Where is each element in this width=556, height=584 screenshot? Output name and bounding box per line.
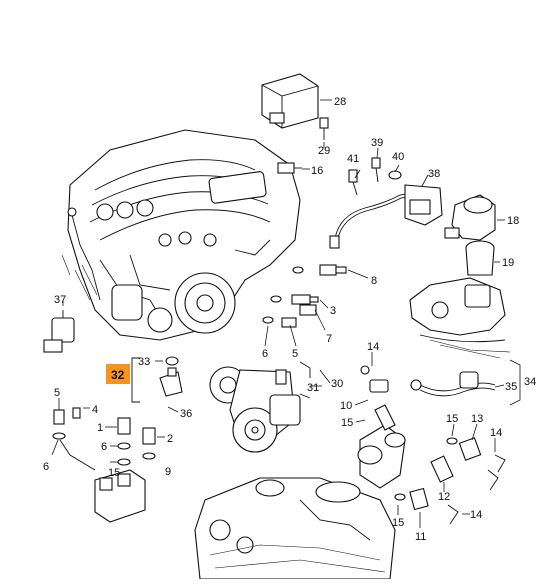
part-37-valve bbox=[43, 310, 75, 353]
temperature-senders bbox=[394, 437, 506, 525]
leader-lines bbox=[51, 147, 521, 528]
sensor-row-parts bbox=[262, 264, 347, 328]
callout-40: 40 bbox=[392, 151, 404, 163]
callout-15-bottom: 15 bbox=[392, 517, 404, 529]
part-41-bolt bbox=[348, 169, 358, 196]
part-35-hose bbox=[410, 371, 496, 397]
callout-6-low: 15 bbox=[108, 467, 120, 479]
callout-labels: 28 29 16 41 39 40 38 18 19 37 8 3 7 6 5 … bbox=[43, 96, 536, 543]
part-28-control-unit bbox=[261, 73, 332, 129]
callout-8: 8 bbox=[371, 275, 377, 287]
lower-engine-drawing bbox=[194, 477, 396, 580]
callout-16: 16 bbox=[311, 165, 323, 177]
part-18-actuator bbox=[444, 194, 496, 241]
callout-28: 28 bbox=[334, 96, 346, 108]
callout-38: 38 bbox=[428, 168, 440, 180]
part-40-washer bbox=[388, 170, 402, 180]
part-39-bolt bbox=[371, 157, 381, 183]
callout-5: 5 bbox=[292, 348, 298, 360]
callout-14: 14 bbox=[367, 341, 379, 353]
callout-33: 33 bbox=[138, 356, 150, 368]
highlight-box bbox=[106, 364, 130, 384]
callout-2: 2 bbox=[167, 433, 173, 445]
callout-37: 37 bbox=[54, 294, 66, 306]
callout-36: 36 bbox=[180, 408, 192, 420]
part-19-housing bbox=[465, 240, 495, 276]
callout-15-right: 15 bbox=[446, 413, 458, 425]
callout-35: 35 bbox=[505, 381, 517, 393]
callout-30: 30 bbox=[331, 378, 343, 390]
callout-6-mid: 6 bbox=[101, 441, 107, 453]
part-29-bolt bbox=[319, 117, 329, 148]
callout-1: 1 bbox=[97, 422, 103, 434]
part-16-sensor bbox=[277, 162, 310, 174]
lambda-probe-wire bbox=[329, 191, 419, 249]
callout-39: 39 bbox=[371, 137, 383, 149]
callout-6-left: 6 bbox=[43, 461, 49, 473]
compressor-assembly bbox=[209, 361, 311, 453]
callout-5-left: 5 bbox=[54, 387, 60, 399]
callout-18: 18 bbox=[507, 215, 519, 227]
callout-14-bottom: 14 bbox=[470, 509, 482, 521]
callout-15: 15 bbox=[341, 417, 353, 429]
callout-10: 10 bbox=[340, 400, 352, 412]
callout-13: 13 bbox=[471, 413, 483, 425]
callout-12: 12 bbox=[438, 491, 450, 503]
callout-14-right: 14 bbox=[490, 427, 502, 439]
callout-7: 7 bbox=[326, 333, 332, 345]
callout-31: 31 bbox=[307, 382, 319, 394]
callout-29: 29 bbox=[318, 145, 330, 157]
callout-11: 11 bbox=[415, 531, 426, 543]
coolant-pipe-assembly bbox=[357, 365, 406, 489]
callout-9: 9 bbox=[165, 466, 171, 478]
part-38-connector bbox=[404, 184, 443, 226]
callout-6: 6 bbox=[262, 348, 268, 360]
callout-19: 19 bbox=[502, 257, 514, 269]
callout-41: 41 bbox=[347, 153, 359, 165]
engine-block-drawing bbox=[61, 129, 301, 341]
callout-32: 32 bbox=[111, 368, 125, 382]
right-pump-assembly bbox=[409, 277, 511, 359]
callout-4: 4 bbox=[92, 404, 98, 416]
left-sender-parts bbox=[52, 407, 156, 523]
callout-3: 3 bbox=[330, 305, 336, 317]
callout-34: 34 bbox=[524, 376, 536, 388]
part-32-sensor-group bbox=[131, 356, 183, 413]
